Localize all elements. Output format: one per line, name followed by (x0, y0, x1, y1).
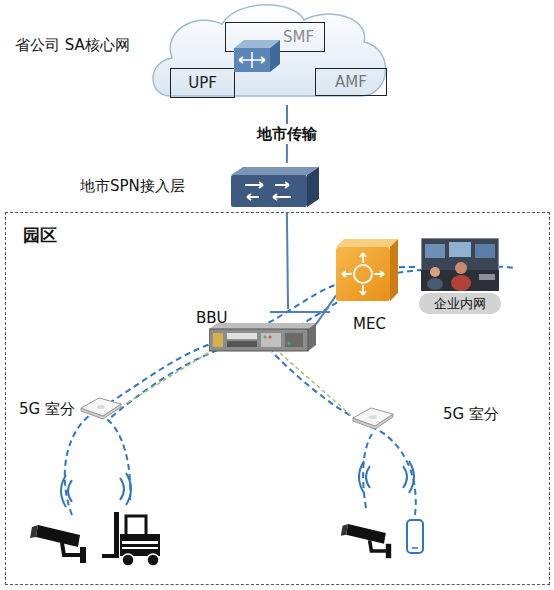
network-function-box: AMF (315, 68, 387, 96)
node-label: MEC (353, 315, 386, 333)
signal-path (272, 352, 416, 515)
campus-zone: 园区 BBU MEC 企业内网 5G 室分 5G 室分 (5, 212, 550, 585)
node-label: AMF (316, 73, 386, 91)
office-photo (421, 238, 499, 291)
connector (399, 266, 419, 268)
node-label: 省公司 SA核心网 (15, 36, 130, 54)
forklift-icon (102, 512, 160, 566)
bbu-link (270, 311, 330, 313)
node-label: 园区 (23, 225, 57, 245)
camera-icon (30, 525, 86, 563)
router-icon (230, 38, 282, 74)
camera-icon (341, 524, 391, 558)
mec-server: MEC (336, 239, 399, 333)
enterprise-network: 企业内网 (419, 238, 501, 314)
signal-path (65, 266, 515, 515)
node-label: 企业内网 (419, 293, 501, 314)
bbu-unit: BBU (196, 309, 316, 353)
connector (316, 295, 336, 324)
signal-path (363, 434, 372, 508)
node-label: UPF (171, 74, 234, 92)
edge-label: 地市传输 (255, 124, 319, 144)
node-label: 地市SPN接入层 (80, 177, 185, 195)
access-point-icon (351, 404, 395, 432)
mec-icon (336, 239, 399, 302)
phone-icon (407, 520, 423, 553)
wifi-waves (61, 461, 414, 507)
access-point-icon (79, 394, 123, 422)
core-network-cloud: 省公司 SA核心网SMFUPFAMF (10, 0, 395, 105)
node-label: BBU (196, 309, 228, 327)
indoor-antenna: 5G 室分 (19, 394, 124, 425)
connector (124, 353, 208, 405)
node-label: 5G 室分 (19, 400, 75, 418)
connector (280, 353, 351, 415)
spn-switch: 地市SPN接入层 (80, 163, 322, 213)
network-function-box: UPF (170, 68, 235, 98)
switch-icon (225, 165, 322, 211)
signal-paths (65, 266, 515, 515)
indoor-antenna: 5G 室分 (351, 401, 519, 433)
connector (287, 213, 288, 309)
bbu-device (209, 323, 316, 353)
node-label: 5G 室分 (443, 405, 499, 423)
